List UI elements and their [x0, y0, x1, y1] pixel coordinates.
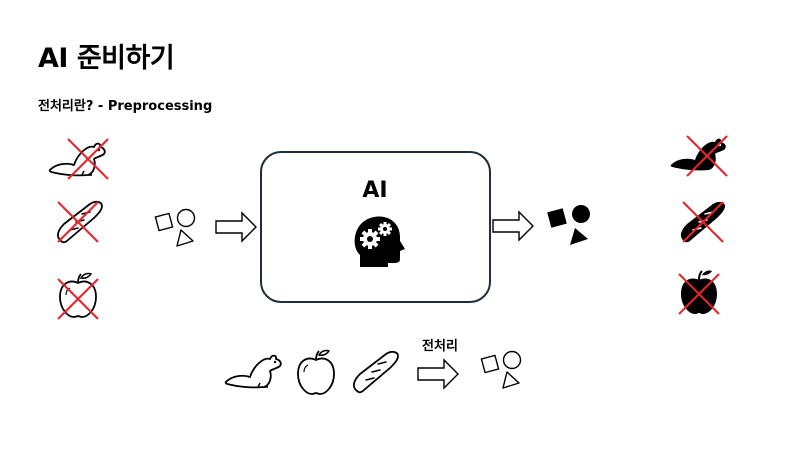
output-baguette-icon — [680, 201, 726, 244]
output-apple-icon — [678, 269, 720, 315]
output-beaver-icon — [670, 135, 728, 177]
preprocess-label: 전처리 — [422, 339, 458, 354]
bottom-beaver-icon — [224, 354, 282, 389]
output-shapes-icon — [547, 205, 590, 245]
arrow-to-ai-icon — [215, 212, 257, 242]
bottom-apple-icon — [297, 349, 335, 395]
input-apple-icon — [57, 272, 99, 320]
input-shapes-icon — [154, 208, 196, 247]
bottom-shapes-icon — [480, 350, 522, 389]
bottom-baguette-icon — [353, 350, 399, 394]
arrow-from-ai-icon — [492, 211, 534, 241]
ai-box-label: AI — [362, 178, 388, 203]
preprocess-arrow-icon — [417, 359, 459, 389]
input-baguette-icon — [57, 200, 103, 244]
input-beaver-icon — [48, 138, 109, 180]
page-title: AI 준비하기 — [38, 43, 175, 74]
head-gears-icon — [354, 216, 405, 267]
page-subtitle: 전처리란? - Preprocessing — [38, 99, 213, 114]
